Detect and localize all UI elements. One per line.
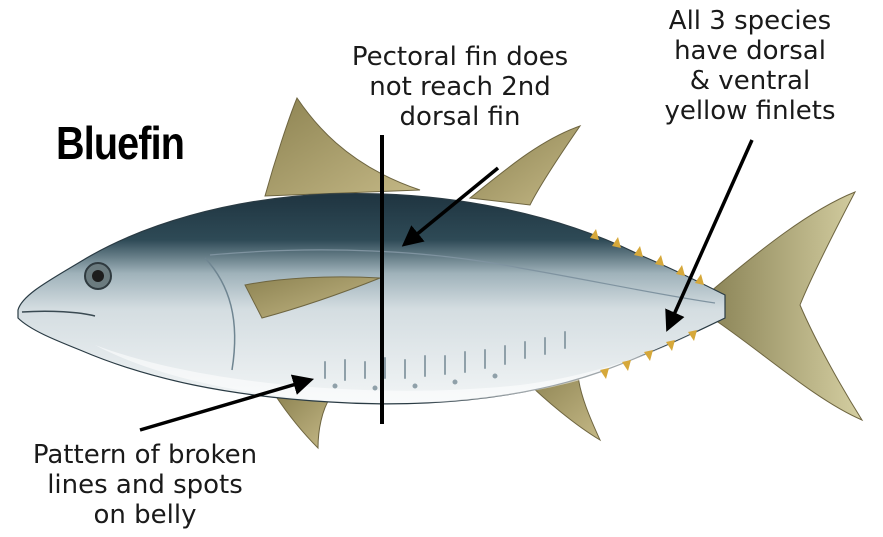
belly-pattern-annotation: Pattern of broken lines and spots on bel… <box>10 440 280 530</box>
annotation-line: & ventral <box>640 66 860 96</box>
fish-body <box>18 194 725 404</box>
annotation-line: dorsal fin <box>330 102 590 132</box>
annotation-line: lines and spots <box>10 470 280 500</box>
eye-pupil <box>92 270 104 282</box>
annotation-line: on belly <box>10 500 280 530</box>
pelvic-fin <box>275 395 330 448</box>
annotation-line: not reach 2nd <box>330 72 590 102</box>
species-title: Bluefin <box>56 116 184 170</box>
pectoral-fin-annotation: Pectoral fin does not reach 2nd dorsal f… <box>330 42 590 132</box>
second-dorsal-fin <box>470 126 580 205</box>
annotation-line: Pattern of broken <box>10 440 280 470</box>
caudal-fin <box>710 192 862 420</box>
annotation-line: have dorsal <box>640 36 860 66</box>
annotation-line: All 3 species <box>640 6 860 36</box>
annotation-line: yellow finlets <box>640 96 860 126</box>
finlets-annotation: All 3 species have dorsal & ventral yell… <box>640 6 860 126</box>
annotation-line: Pectoral fin does <box>330 42 590 72</box>
